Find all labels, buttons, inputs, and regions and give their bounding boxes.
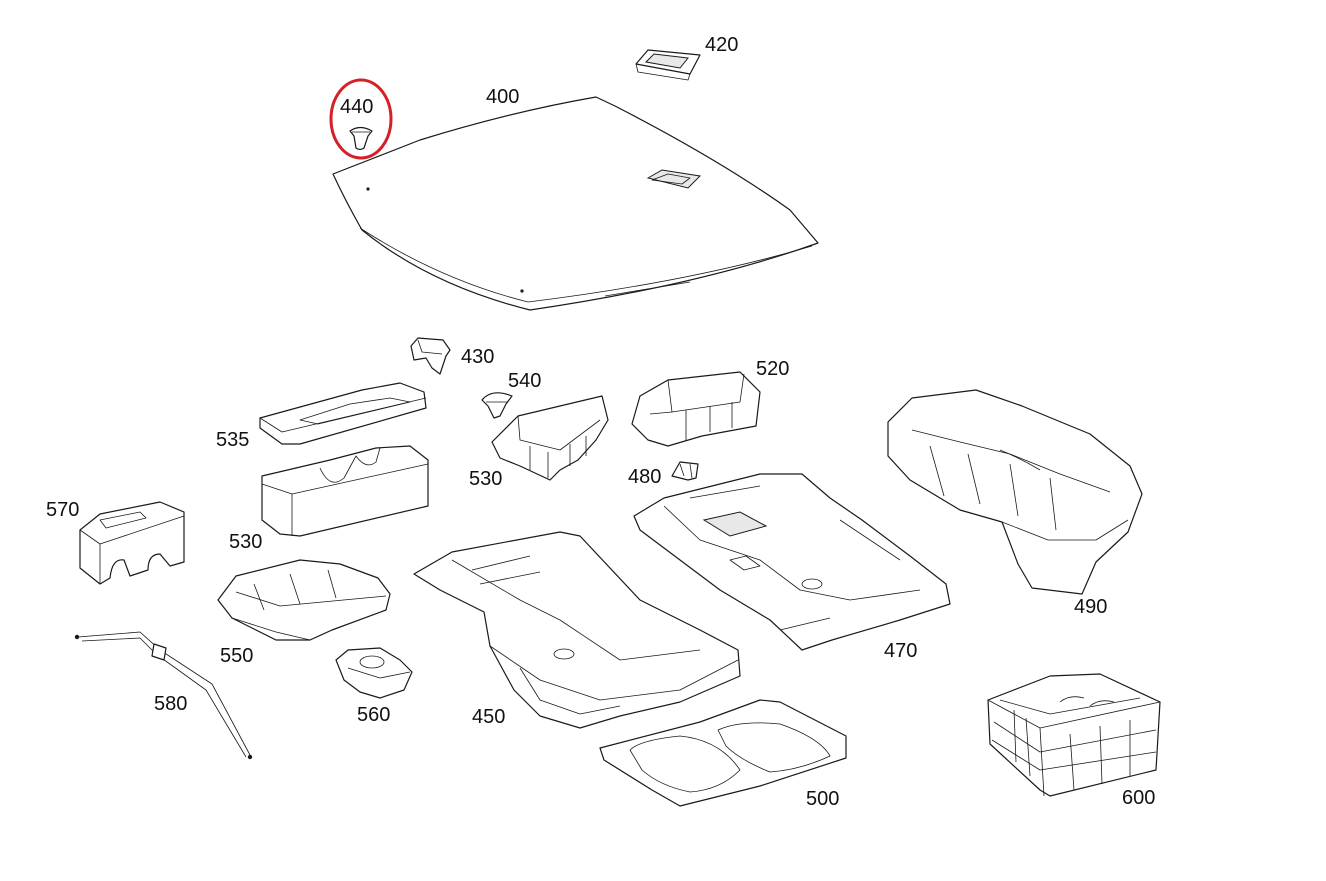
- label-540: 540: [508, 370, 541, 392]
- label-570: 570: [46, 499, 79, 521]
- label-480: 480: [628, 466, 661, 488]
- label-600: 600: [1122, 787, 1155, 809]
- label-560: 560: [357, 704, 390, 726]
- part-535-foam-lid: [259, 382, 427, 445]
- part-550-foam-cradle: [217, 559, 391, 641]
- part-520-tray-box: [631, 371, 761, 447]
- label-580: 580: [154, 693, 187, 715]
- part-530-holder-upper: [491, 395, 609, 481]
- part-400-floor-cover: [332, 96, 819, 311]
- part-labels: 400 420 440 430 540 520 535 530 530 480 …: [46, 34, 1155, 810]
- label-400: 400: [486, 86, 519, 108]
- label-440: 440: [340, 96, 373, 118]
- part-450-deep-tub: [413, 531, 741, 729]
- part-540-push-clip: [481, 392, 513, 419]
- label-550: 550: [220, 645, 253, 667]
- highlight-circle: [329, 78, 393, 160]
- part-440-clip: [329, 78, 393, 160]
- part-430-bracket: [410, 337, 451, 375]
- part-500-liner-mat: [599, 699, 847, 807]
- part-560-bracket: [335, 647, 413, 699]
- part-420-handle: [635, 49, 701, 81]
- label-490: 490: [1074, 596, 1107, 618]
- part-580-strap: [74, 631, 253, 760]
- part-600-crate: [987, 673, 1161, 797]
- label-420: 420: [705, 34, 738, 56]
- label-450: 450: [472, 706, 505, 728]
- part-470-floor-tray: [633, 473, 951, 651]
- part-480-clip: [671, 461, 699, 481]
- label-530-upper: 530: [469, 468, 502, 490]
- label-535: 535: [216, 429, 249, 451]
- part-570-foam-block: [79, 501, 185, 585]
- label-530-lower: 530: [229, 531, 262, 553]
- label-520: 520: [756, 358, 789, 380]
- part-490-foam-tray: [887, 389, 1143, 595]
- part-530-foam-insert: [261, 445, 429, 537]
- label-470: 470: [884, 640, 917, 662]
- label-430: 430: [461, 346, 494, 368]
- label-500: 500: [806, 788, 839, 810]
